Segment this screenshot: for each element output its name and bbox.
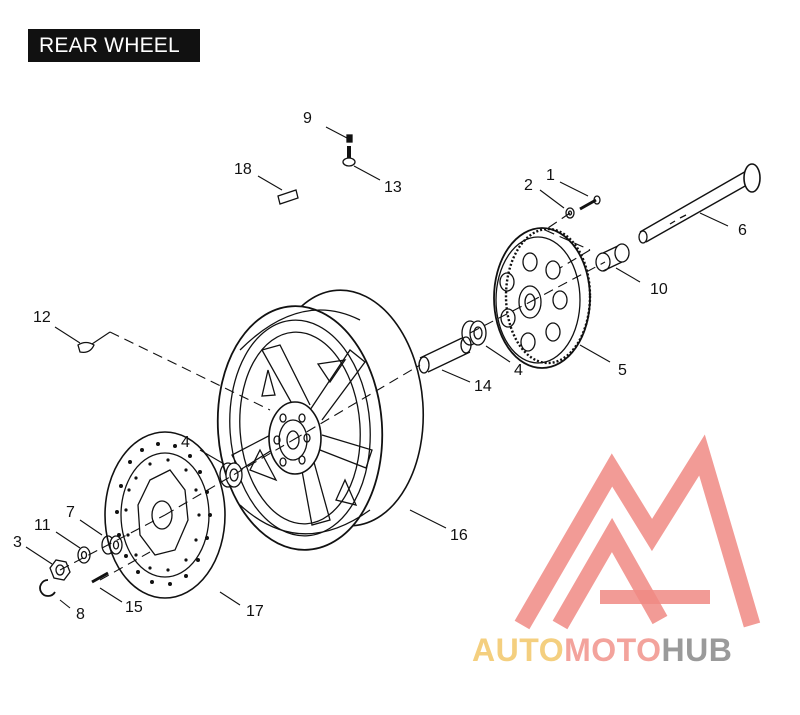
axle <box>638 163 761 244</box>
wheel-clip <box>77 341 95 353</box>
bearing-spacer-tube <box>418 336 472 374</box>
callout-17: 17 <box>246 603 264 620</box>
right-wheel-bearing <box>461 320 487 346</box>
brand-part-hub: HUB <box>661 632 733 668</box>
callout-12: 12 <box>33 309 51 326</box>
callout-4-right: 4 <box>514 362 523 379</box>
axle-spacer <box>595 243 630 272</box>
left-wheel-bearing <box>219 462 243 488</box>
balance-weight <box>277 189 299 205</box>
callout-4-left: 4 <box>181 434 190 451</box>
disc-bolt <box>91 571 109 584</box>
retaining-clip <box>39 579 56 597</box>
diagram-title: REAR WHEEL <box>28 29 200 62</box>
callout-7: 7 <box>66 504 75 521</box>
callout-1: 1 <box>546 167 555 184</box>
callout-3: 3 <box>13 534 22 551</box>
callout-2: 2 <box>524 177 533 194</box>
sprocket <box>493 227 592 369</box>
sprocket-bolt <box>565 195 601 219</box>
callout-8: 8 <box>76 606 85 623</box>
callout-11: 11 <box>34 517 51 534</box>
brand-part-auto: AUTO <box>472 632 565 668</box>
callout-6: 6 <box>738 222 747 239</box>
callout-18: 18 <box>234 161 252 178</box>
brand-part-moto: MOTO <box>564 632 662 668</box>
valve-stem <box>342 134 356 167</box>
callout-16: 16 <box>450 527 468 544</box>
callout-5: 5 <box>618 362 627 379</box>
cast-wheel <box>216 289 425 551</box>
callout-15: 15 <box>125 599 143 616</box>
callout-14: 14 <box>474 378 492 395</box>
disc-spacer <box>101 535 123 555</box>
callout-9: 9 <box>303 110 312 127</box>
brand-watermark: AUTOMOTOHUB <box>472 632 732 669</box>
callout-13: 13 <box>384 179 402 196</box>
callout-10: 10 <box>650 281 668 298</box>
axle-washer <box>77 546 91 564</box>
